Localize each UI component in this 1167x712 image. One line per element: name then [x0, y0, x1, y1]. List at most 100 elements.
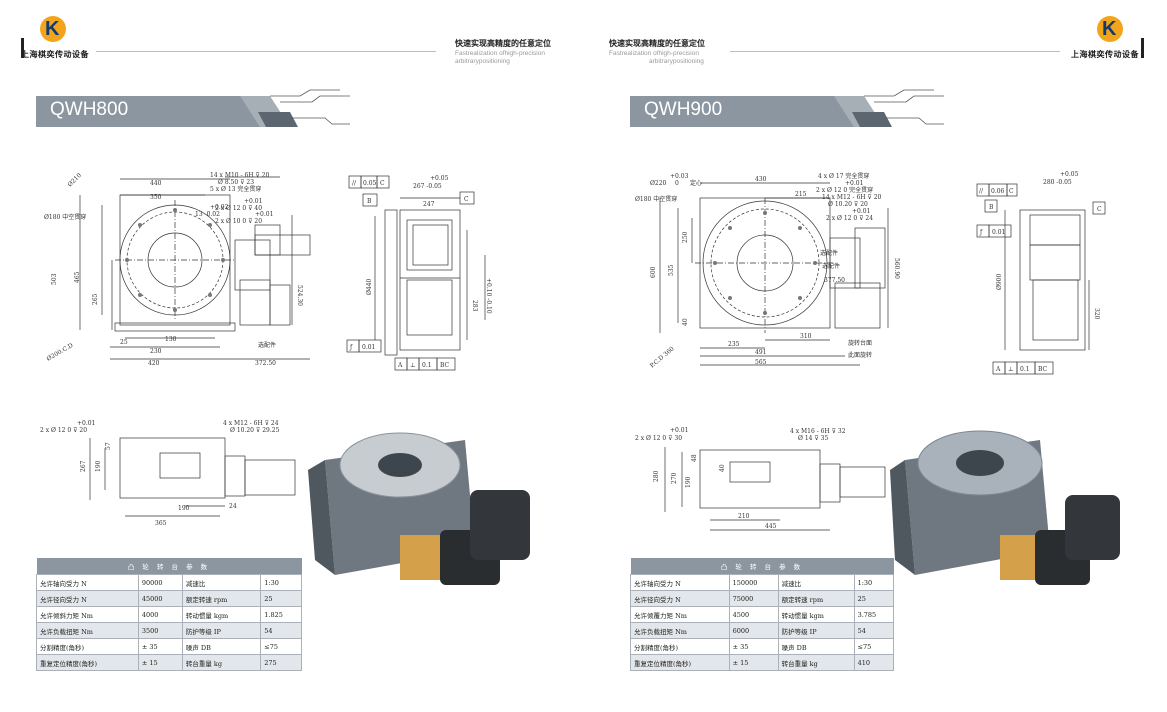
r-430: 430 — [755, 176, 767, 183]
r-560: 560.90 — [893, 258, 900, 279]
product-render-right — [890, 430, 1120, 585]
dim-372: 372.50 — [255, 360, 276, 367]
top-view-drawing-left: Ø210 440 350 Ø180 中空贯穿 503 465 265 25 13… — [44, 172, 311, 367]
r-note4: 14 x M12 - 6H ⊽ 20 — [822, 194, 882, 201]
r-250: 250 — [682, 231, 689, 243]
spec-cell: 噪声 DB — [777, 638, 855, 655]
r-center: 定心 — [690, 179, 702, 187]
r-bot-note3: Ø 14 ⊽ 35 — [798, 435, 828, 442]
spec-cell: 3.785 — [853, 606, 895, 623]
bottom-view-drawing-left: 2 x Ø 12 0 ⊽ 20 +0.01 4 x M12 - 6H ⊽ 24 … — [40, 420, 296, 527]
company-name-right: 上海棋奕传动设备 — [1071, 50, 1139, 59]
dim-d210: Ø210 — [66, 172, 83, 189]
side-ref-c2-left: C — [464, 196, 469, 203]
r-40: 40 — [682, 318, 689, 326]
spec-cell: ± 35 — [137, 638, 183, 655]
adapter-label-left: 选配件 — [258, 341, 276, 349]
r-side-perp: 0.1 — [1020, 366, 1030, 373]
dim-503: 503 — [51, 273, 58, 285]
bot-190-left: 190 — [95, 460, 102, 472]
r-d220: Ø220 — [650, 180, 667, 187]
bot-365-left: 365 — [155, 520, 167, 527]
tagline-en-right-2: arbitrarypositioning — [649, 58, 704, 65]
product-render-left — [308, 432, 530, 585]
spec-cell: 允许负载扭矩 Nm — [630, 622, 730, 639]
top-view-drawing-right: +0.03 Ø220 0 定心 Ø180 中空贯穿 430 215 600 53… — [635, 172, 900, 370]
r-zero: 0 — [675, 180, 679, 187]
tagline-cn-right: 快速实现高精度的任意定位 — [609, 39, 705, 48]
note-m10: 14 x M10 - 6H ⊽ 20 — [210, 172, 270, 179]
bot-note2-left: 4 x M12 - 6H ⊽ 24 — [223, 420, 279, 427]
side-ref-bc-left: BC — [440, 362, 450, 369]
dim-465: 465 — [74, 271, 81, 283]
spec-cell: 转动惯量 kgm — [777, 606, 855, 623]
note-d12: 2 x Ø 12 0 ⊽ 40 — [215, 205, 262, 212]
r-tol-d220: +0.03 — [670, 173, 689, 180]
r-bot-190: 190 — [685, 476, 692, 488]
r-bot-note2: 4 x M16 - 6H ⊽ 32 — [790, 428, 846, 435]
r-side-tol: +0.05 — [1060, 171, 1079, 178]
spec-cell: 防护等级 IP — [181, 622, 262, 639]
spec-cell: 减速比 — [181, 574, 262, 591]
spec-cell: 75000 — [728, 590, 779, 607]
r-bot-270: 270 — [671, 472, 678, 484]
bottom-view-drawing-right: 2 x Ø 12 0 ⊽ 30 +0.01 4 x M16 - 6H ⊽ 32 … — [635, 427, 886, 531]
note-tol2: +0.01 — [244, 198, 262, 205]
side-tol-left: +0.05 — [430, 175, 449, 182]
bot-note3-left: Ø 10.20 ⊽ 29.25 — [230, 427, 280, 434]
spec-table-title-left: 凸 轮 转 台 参 数 — [36, 558, 302, 575]
r-side-refc2: C — [1097, 206, 1102, 213]
spec-cell: 150000 — [728, 574, 779, 591]
spec-cell: 允许径向受力 N — [630, 590, 730, 607]
side-d440-left: Ø440 — [366, 278, 373, 295]
spec-cell: 防护等级 IP — [777, 622, 855, 639]
r-note1: 4 x Ø 17 完全贯穿 — [818, 172, 869, 180]
r-377: 377.50 — [824, 277, 845, 284]
side-283-left: 283 — [471, 300, 478, 312]
note-d850: Ø 8.50 ⊽ 23 — [218, 179, 254, 186]
spec-cell: 25 — [853, 590, 895, 607]
dim-420: 420 — [148, 360, 160, 367]
spec-cell: 转台重量 kg — [181, 654, 262, 671]
side-view-drawing-left: // 0.05 C B C +0.05 267 -0.05 247 Ø440 2… — [346, 175, 492, 371]
side-flat2-left: 0.01 — [362, 344, 375, 351]
dim-230: 230 — [150, 348, 162, 355]
r-235: 235 — [728, 341, 740, 348]
side-tol2-left: +0.10 -0.10 — [485, 278, 492, 314]
note-tol3: +0.01 — [255, 211, 273, 218]
note-d13: 5 x Ø 13 完全贯穿 — [210, 185, 261, 193]
r-side-280: 280 -0.05 — [1043, 179, 1072, 186]
spec-cell: 4500 — [728, 606, 779, 623]
r-note7: 2 x Ø 12 0 ⊽ 24 — [826, 215, 873, 222]
r-note2: +0.01 — [845, 180, 863, 187]
model-title-bar-right: QWH900 — [630, 96, 860, 127]
spec-cell: 允许径向受力 N — [36, 590, 139, 607]
spec-cell: 410 — [853, 654, 895, 671]
r-side-flat2: 0.01 — [992, 229, 1005, 236]
spec-cell: 转台重量 kg — [777, 654, 855, 671]
r-bot-40: 40 — [719, 464, 726, 472]
r-565: 565 — [755, 359, 767, 366]
r-table-rot: 此面旋转 — [848, 351, 872, 359]
dim-d200: Ø200.C.D — [46, 342, 75, 363]
svg-text://: // — [979, 188, 984, 195]
spec-cell: ≤75 — [853, 638, 895, 655]
dim-25: 25 — [120, 339, 128, 346]
side-267-left: 267 -0.05 — [413, 183, 442, 190]
spec-cell: ± 15 — [728, 654, 779, 671]
r-d180: Ø180 中空贯穿 — [635, 195, 677, 203]
dim-440: 440 — [150, 180, 162, 187]
svg-text:ƒ: ƒ — [979, 229, 983, 236]
r-side-flat: 0.06 — [991, 188, 1005, 195]
header-rule-left — [96, 51, 436, 52]
spec-cell: 54 — [853, 622, 895, 639]
spec-cell: 90000 — [137, 574, 183, 591]
tagline-en-left-2: arbitrarypositioning — [455, 58, 510, 65]
header-bar-right — [1141, 38, 1144, 58]
title-decoration-left — [240, 89, 350, 127]
r-535: 535 — [668, 264, 675, 276]
r-side-refb: B — [989, 204, 994, 211]
r-600: 600 — [650, 266, 657, 278]
spec-cell: 1.825 — [260, 606, 302, 623]
dim-130: 130 — [165, 336, 177, 343]
